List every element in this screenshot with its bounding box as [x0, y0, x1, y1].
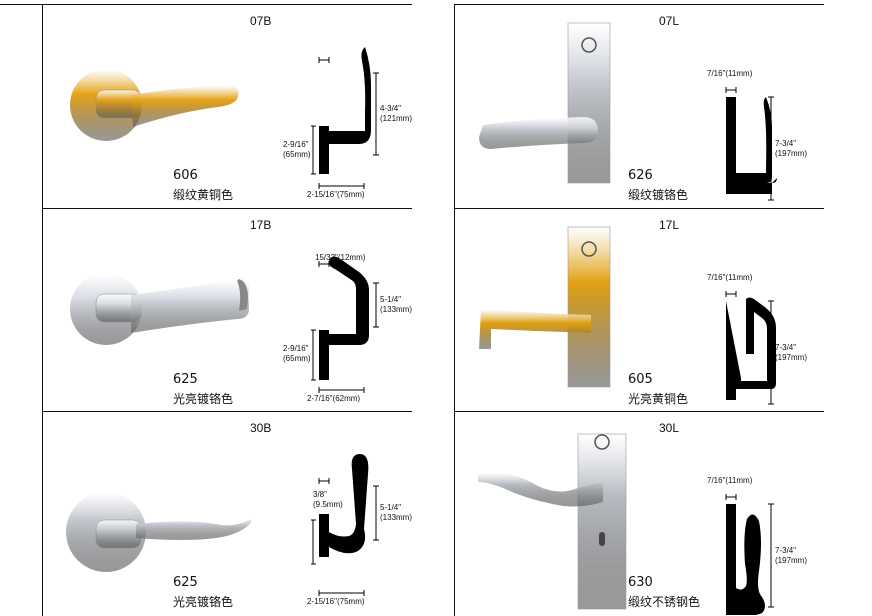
- width-dimension: 2-7/16"(62mm): [307, 394, 361, 403]
- left-border: [42, 4, 43, 616]
- profile-shape: [311, 454, 379, 596]
- profile-shape: [725, 494, 774, 615]
- lever-escutcheon-image: [479, 22, 611, 184]
- handle-profile-drawing: 7-3/4" (197mm) 7/16"(11mm): [681, 412, 851, 615]
- finish-code: 625: [173, 372, 198, 387]
- width-dimension: 2-15/16"(75mm): [307, 190, 365, 199]
- model-title: 07B: [250, 14, 272, 28]
- finish-name: 缎纹镀铬色: [628, 188, 689, 202]
- product-cell-17b: 17B 625 光亮镀铬色 5-1/4" (133mm) 2-9/16" (65mm)…: [43, 209, 412, 412]
- lever-rosette-image: [66, 492, 251, 572]
- model-title: 30L: [659, 421, 680, 435]
- top-dimension: 7/16"(11mm): [707, 69, 753, 78]
- height-dimension: 7-3/4" (197mm): [775, 545, 808, 565]
- height-dimension: 7-3/4" (197mm): [775, 342, 808, 362]
- rule-right-0: [454, 4, 824, 5]
- profile-shape: [311, 47, 379, 189]
- handle-profile-drawing: 7-3/4" (197mm) 7/16"(11mm): [681, 5, 851, 208]
- finish-code: 630: [628, 575, 653, 590]
- height-dimension: 7-3/4" (197mm): [775, 138, 808, 158]
- lever-escutcheon-image: [478, 433, 627, 610]
- lever-rosette-image: [70, 69, 239, 141]
- finish-code: 606: [173, 168, 198, 183]
- finish-code: 605: [628, 372, 653, 387]
- height-dimension: 5-1/4" (133mm): [380, 503, 413, 522]
- handle-profile-drawing: 4-3/4" (121mm) 2-9/16" (65mm) 2-15/16"(75m…: [271, 5, 441, 208]
- product-cell-07b: 07B 606 缎纹黄铜色 4-3/4" (121mm) 2-9/16" (65mm)…: [43, 5, 412, 208]
- width-dimension: 2-15/16"(75mm): [307, 597, 365, 606]
- back-dimension: 2-9/16" (65mm): [283, 140, 311, 159]
- model-title: 30B: [250, 421, 272, 435]
- height-dimension: 5-1/4" (133mm): [380, 295, 413, 314]
- finish-name: 光亮镀铬色: [173, 392, 234, 406]
- handle-profile-drawing: 5-1/4" (133mm) 2-15/16"(75mm) 3/8" (9.5mm): [271, 412, 441, 615]
- center-divider: [454, 4, 455, 616]
- model-title: 07L: [659, 14, 680, 28]
- rule-left-0: [0, 4, 412, 5]
- finish-name: 光亮镀铬色: [173, 595, 234, 609]
- rule-left-1: [42, 208, 412, 209]
- handle-profile-drawing: 7-3/4" (197mm) 7/16"(11mm): [681, 209, 851, 412]
- profile-shape: [725, 87, 777, 201]
- lever-escutcheon-image: [479, 226, 611, 388]
- product-cell-17l: 17L 605 光亮黄铜色 7-3/4" (197mm) 7/16"(11mm): [455, 209, 823, 412]
- rule-right-2: [454, 411, 824, 412]
- finish-code: 625: [173, 575, 198, 590]
- height-dimension: 4-3/4" (121mm): [380, 104, 413, 123]
- rule-left-2: [42, 411, 412, 412]
- finish-name: 缎纹黄铜色: [173, 188, 234, 202]
- product-cell-07l: 07L 626 缎纹镀铬色 7-3/4" (197mm) 7/16"(11mm): [455, 5, 823, 208]
- handle-profile-drawing: 5-1/4" (133mm) 2-9/16" (65mm) 2-7/16"(62mm…: [271, 209, 441, 412]
- finish-name: 光亮黄铜色: [628, 392, 689, 406]
- lever-rosette-image: [70, 273, 249, 345]
- top-dimension: 7/16"(11mm): [707, 273, 753, 282]
- top-dimension: 15/32"(12mm): [315, 253, 366, 262]
- back-dimension: 2-9/16" (65mm): [283, 344, 311, 363]
- profile-shape: [311, 256, 379, 393]
- rule-right-1: [454, 208, 824, 209]
- profile-shape: [725, 291, 776, 405]
- top-dimension: 7/16"(11mm): [707, 476, 753, 485]
- top-dimension: 3/8" (9.5mm): [313, 490, 343, 509]
- model-title: 17B: [250, 218, 272, 232]
- product-cell-30b: 30B 625 光亮镀铬色 5-1/4" (133mm) 2-15/16"(75mm)…: [43, 412, 412, 615]
- finish-code: 626: [628, 168, 653, 183]
- model-title: 17L: [659, 218, 680, 232]
- product-cell-30l: 30L 630 缎纹不锈钢色 7-3/4" (197mm) 7/16"(11mm): [455, 412, 823, 615]
- finish-name: 缎纹不锈钢色: [628, 595, 701, 609]
